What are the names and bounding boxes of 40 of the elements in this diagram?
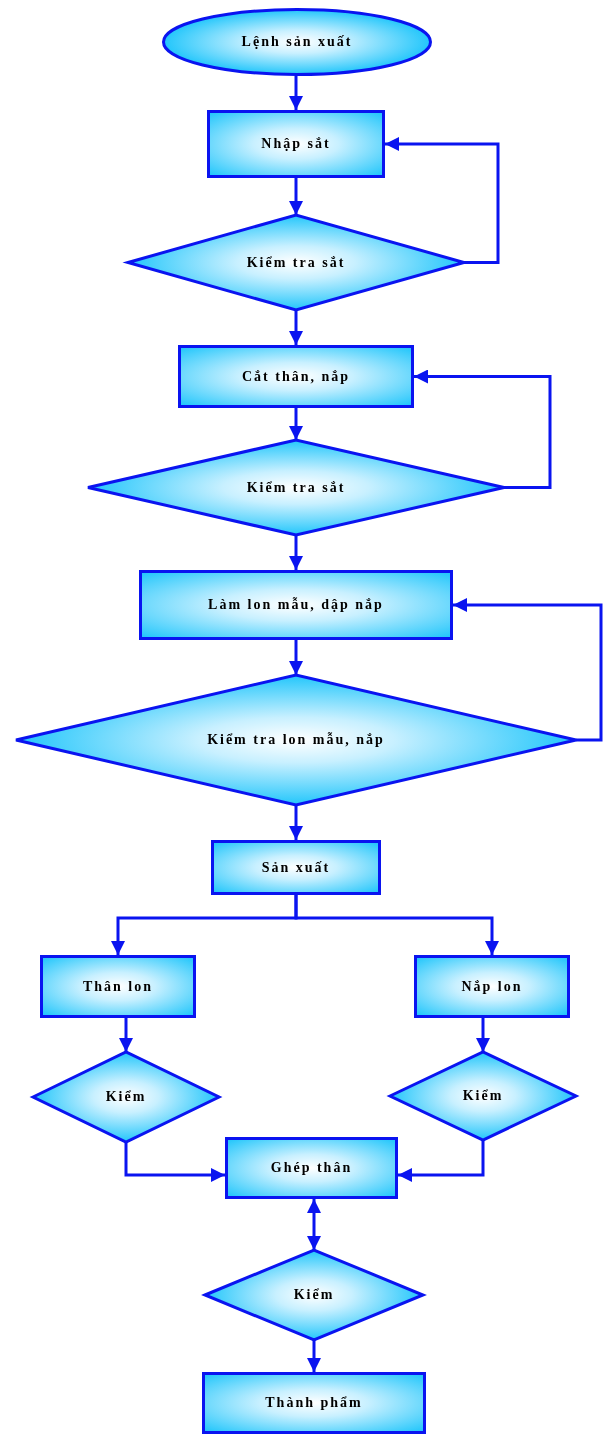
arrow	[289, 178, 303, 215]
process-box	[207, 110, 385, 178]
step-label: Cắt thân, nắp	[241, 368, 351, 385]
step-label: Thân lon	[82, 978, 154, 995]
process-box	[225, 1137, 398, 1199]
arrow	[289, 640, 303, 675]
arrow	[289, 76, 303, 110]
arrow	[289, 805, 303, 840]
process-box	[202, 1372, 426, 1434]
step-label: Làm lon mẫu, dập nắp	[208, 597, 384, 613]
arrow	[414, 369, 552, 489]
arrow	[385, 137, 500, 264]
step-label: Sản xuất	[261, 859, 331, 876]
arrow	[289, 310, 303, 345]
step-label: Kiểm tra sắt	[246, 254, 346, 271]
process-box	[178, 345, 414, 408]
process-box	[211, 840, 381, 895]
arrow	[124, 1142, 225, 1182]
arrow	[453, 598, 603, 742]
step-label: Kiểm	[105, 1089, 147, 1105]
arrow	[294, 895, 499, 955]
step-label: Ghép thân	[270, 1160, 353, 1176]
arrow	[119, 1018, 133, 1052]
arrow	[307, 1199, 321, 1250]
arrow	[398, 1140, 485, 1182]
step-label: Nắp lon	[461, 978, 523, 995]
arrow	[476, 1018, 490, 1052]
step-label: Kiểm tra lon mẫu, nắp	[207, 732, 385, 748]
step-label: Nhập sắt	[261, 136, 331, 152]
process-box	[40, 955, 196, 1018]
process-box	[139, 570, 453, 640]
step-label: Thành phẩm	[265, 1395, 363, 1411]
arrow	[289, 535, 303, 570]
process-box	[414, 955, 570, 1018]
step-label: Kiểm tra sắt	[246, 479, 346, 496]
step-label: Kiểm	[293, 1287, 335, 1303]
step-label: Kiểm	[462, 1088, 504, 1104]
arrow	[307, 1340, 321, 1372]
step-label: Lệnh sản xuất	[241, 34, 353, 50]
arrow	[289, 408, 303, 440]
